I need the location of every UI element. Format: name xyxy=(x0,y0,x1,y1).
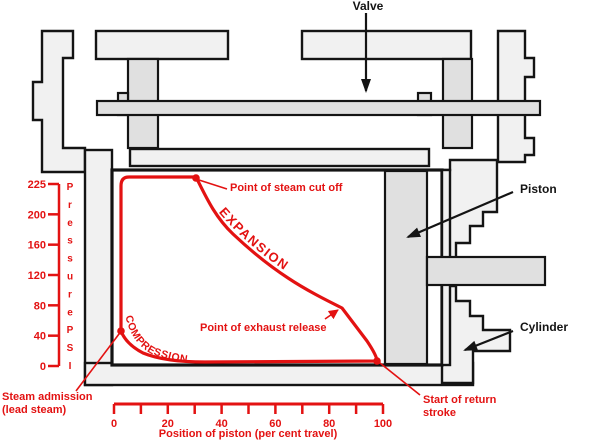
x-tick-label: 80 xyxy=(323,418,335,430)
valve-rod xyxy=(95,99,542,117)
left-cover-plate xyxy=(94,29,230,61)
y-tick-label: 160 xyxy=(28,240,46,252)
y-tick-label: 0 xyxy=(40,361,46,373)
x-axis-title: Position of piston (per cent travel) xyxy=(159,428,338,440)
return-label-line1: Start of return xyxy=(423,394,497,406)
x-tick-label: 40 xyxy=(215,418,227,430)
piston-body xyxy=(383,169,429,366)
admission-label-line1: Steam admission xyxy=(2,391,93,403)
cutoff-leader-line xyxy=(198,179,228,190)
exhaust-arrow xyxy=(324,309,339,320)
y-axis-ticks: 225 200 160 120 80 40 0 xyxy=(28,179,59,373)
cylinder-head-lower xyxy=(440,284,512,385)
y-tick-label: 200 xyxy=(28,209,46,221)
y-axis-title-letter: s xyxy=(67,236,73,247)
valve-label: Valve xyxy=(353,0,384,13)
right-cover-plate xyxy=(300,29,473,61)
cutoff-point-dot xyxy=(192,174,200,182)
cylinder-top-wall xyxy=(128,147,431,168)
cylinder-arrow xyxy=(463,329,514,352)
admission-leader-line xyxy=(75,333,120,392)
cylinder-label: Cylinder xyxy=(520,320,568,334)
piston-label: Piston xyxy=(520,182,557,196)
y-axis-title-letter: r xyxy=(68,200,72,211)
admission-label-line2: (lead steam) xyxy=(2,404,67,416)
y-axis-title-letter: s xyxy=(67,254,73,265)
y-tick-label: 80 xyxy=(34,300,46,312)
x-tick-label: 60 xyxy=(269,418,281,430)
steam-admission-dot xyxy=(117,327,125,335)
engine-cross-section xyxy=(31,29,547,387)
y-axis-title-letter: r xyxy=(68,289,72,300)
x-axis-ticks: 0 20 40 60 80 100 xyxy=(111,404,392,430)
y-axis-title-letter: P xyxy=(67,325,74,336)
y-tick-label: 225 xyxy=(28,179,46,191)
right-steam-passage xyxy=(496,29,536,164)
cutoff-label: Point of steam cut off xyxy=(230,182,343,194)
y-tick-label: 40 xyxy=(34,331,46,343)
piston-rod xyxy=(425,255,547,287)
exhaust-label: Point of exhaust release xyxy=(200,322,327,334)
y-axis-title-letter: u xyxy=(67,272,73,283)
x-tick-label: 0 xyxy=(111,418,117,430)
cylinder-left-wall xyxy=(83,148,114,387)
return-stroke-dot xyxy=(373,357,381,365)
y-axis-title-letter: e xyxy=(67,218,73,229)
y-axis-title-letter: I xyxy=(69,361,72,372)
return-leader-line xyxy=(379,362,421,396)
x-tick-label: 20 xyxy=(162,418,174,430)
y-tick-label: 120 xyxy=(28,270,46,282)
y-axis-title-letter: P xyxy=(67,182,74,193)
left-steam-passage xyxy=(31,29,87,174)
return-label-line2: stroke xyxy=(423,407,456,419)
x-tick-label: 100 xyxy=(374,418,392,430)
y-axis-title-letter: S xyxy=(67,343,74,354)
piston-arrow xyxy=(406,190,514,239)
part-labels: Valve Piston Cylinder xyxy=(353,0,568,352)
y-axis-title-letter: e xyxy=(67,307,73,318)
